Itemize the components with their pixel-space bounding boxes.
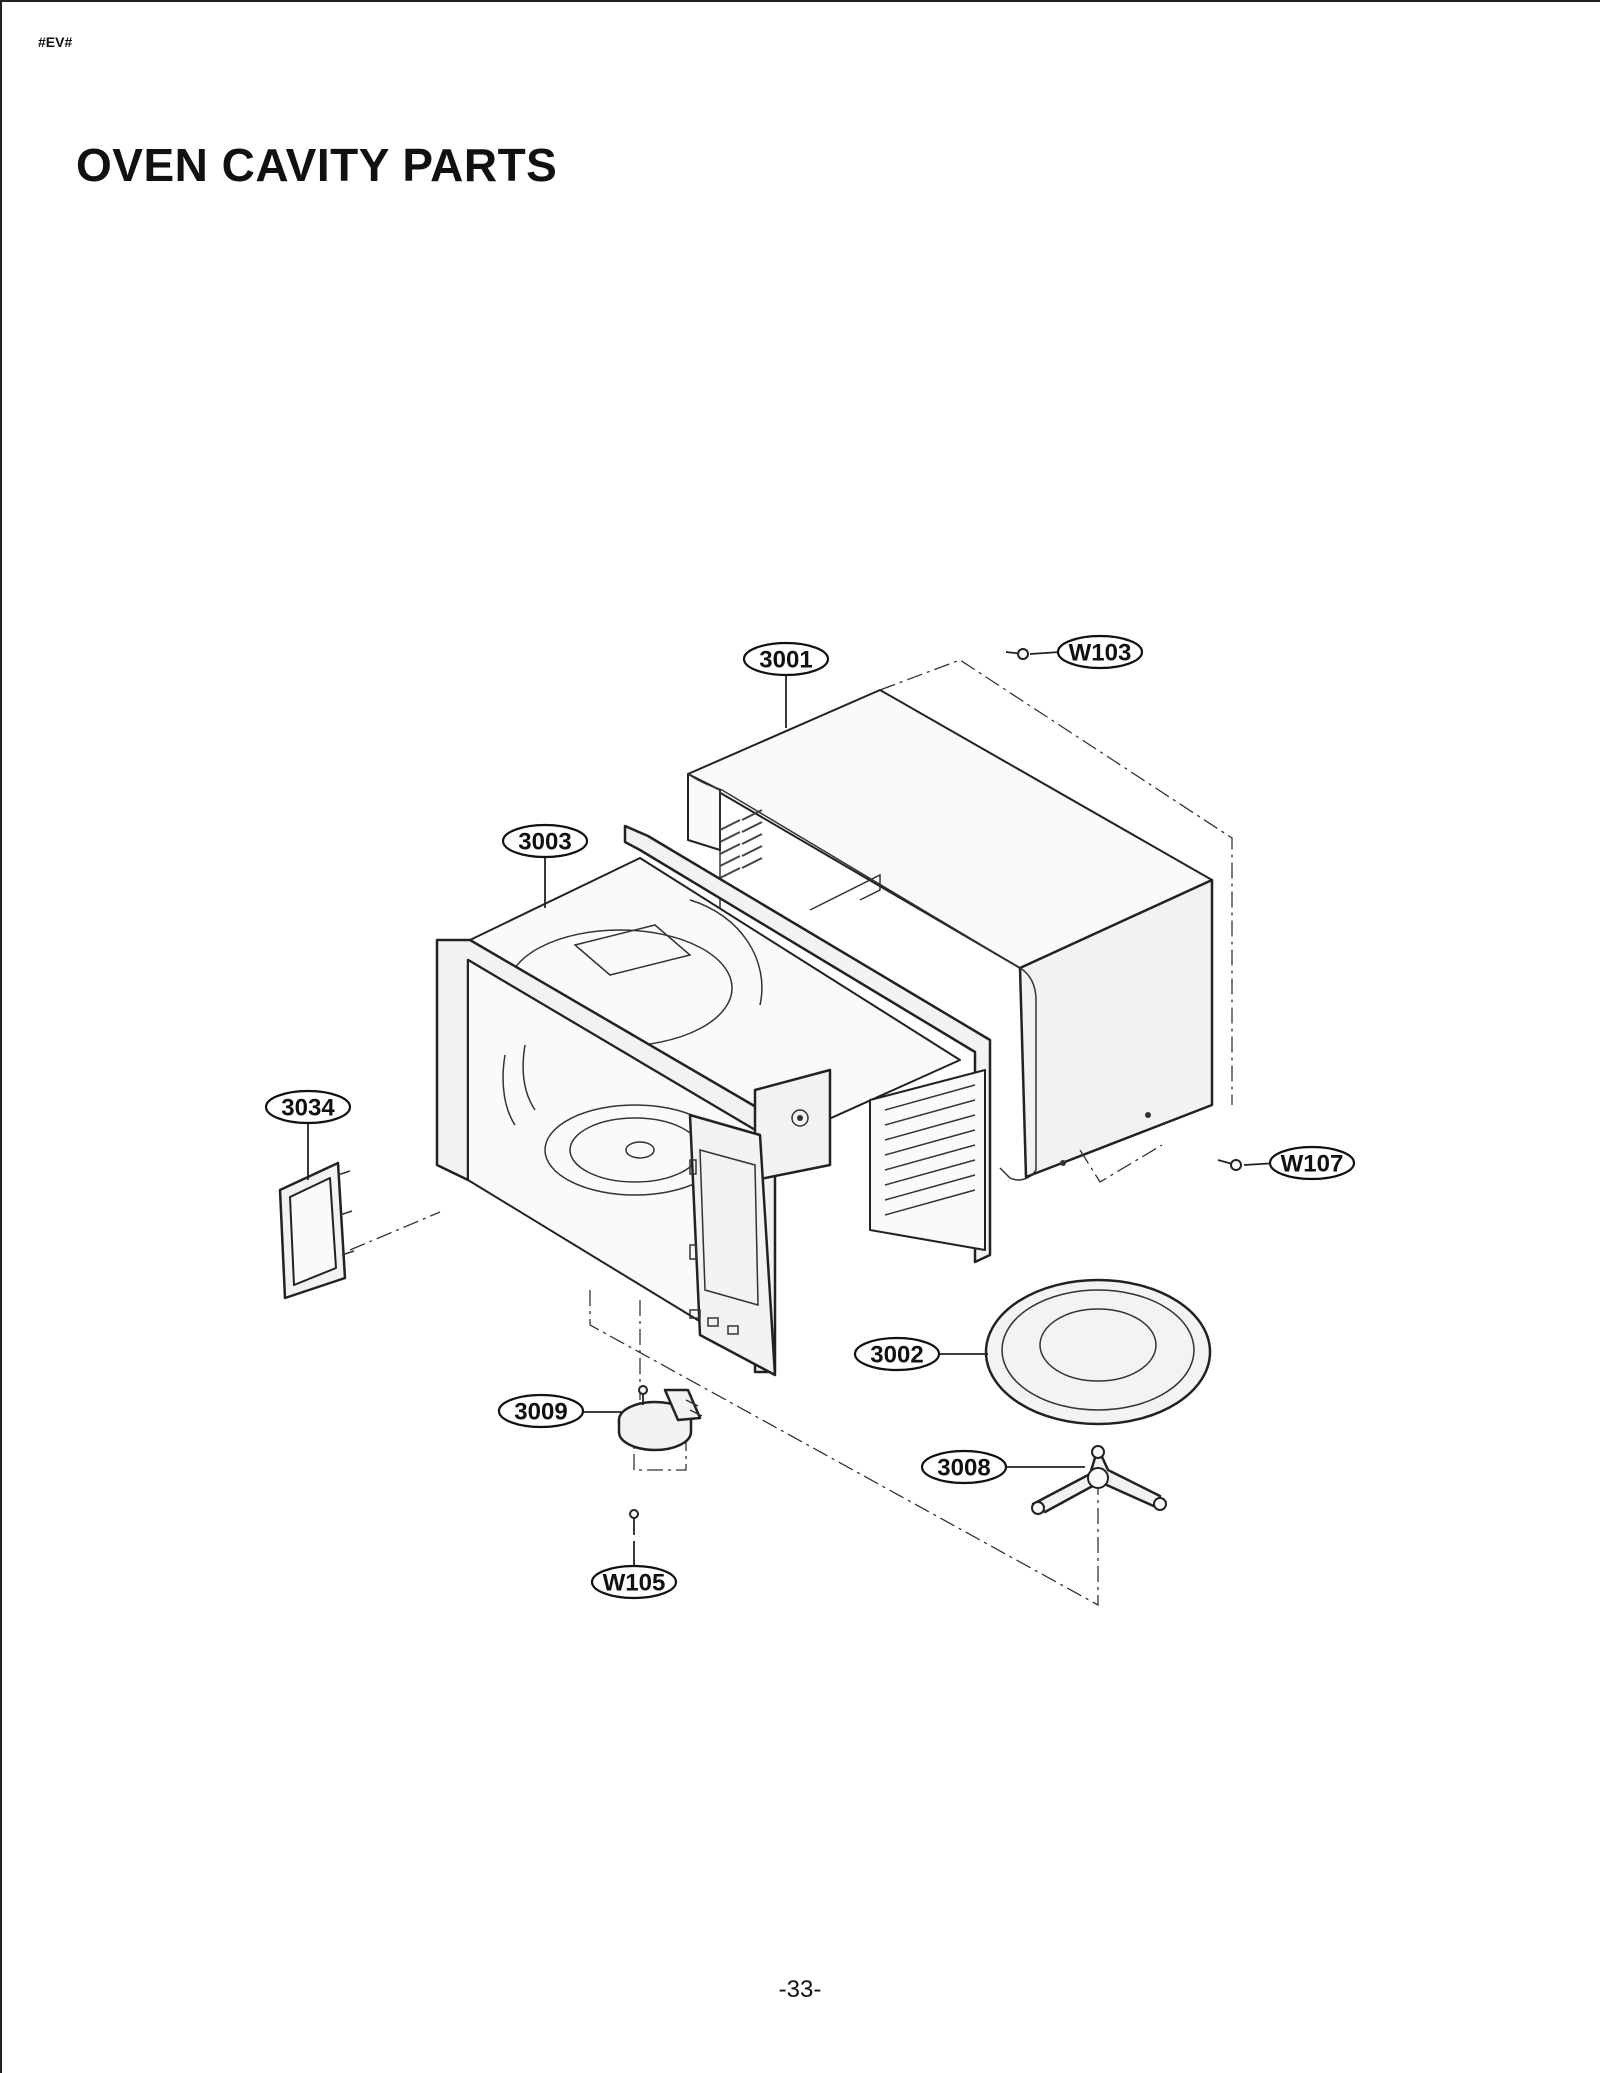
callout-3003: 3003 (501, 823, 589, 859)
roller-guide-part (1031, 1445, 1167, 1515)
cabinet-vent-slots (719, 809, 763, 879)
svg-text:3001: 3001 (759, 647, 812, 674)
waveguide-cover-part (278, 1161, 441, 1300)
screw-w103 (1005, 648, 1029, 660)
oven-cavity-part (435, 824, 1099, 1607)
callout-3009: 3009 (497, 1393, 585, 1429)
header-code: #EV# (38, 34, 73, 50)
page-number: -33- (778, 1976, 822, 2003)
screw-hole (1060, 1160, 1066, 1166)
callout-3002: 3002 (853, 1336, 941, 1372)
svg-text:3009: 3009 (514, 1399, 567, 1426)
glass-tray-part (984, 1278, 1212, 1426)
svg-text:3003: 3003 (518, 829, 571, 856)
callout-3034: 3034 (264, 1089, 352, 1125)
outer-cabinet-part (687, 659, 1233, 1183)
svg-text:W103: W103 (1069, 640, 1132, 667)
screw-hole (1145, 1112, 1151, 1118)
cavity-vent-grid (884, 1084, 976, 1216)
screw-w107 (1217, 1159, 1242, 1171)
callout-3001: 3001 (742, 641, 830, 677)
callout-w107: W107 (1268, 1145, 1356, 1181)
svg-text:W105: W105 (603, 1570, 666, 1597)
callout-w103: W103 (1056, 634, 1144, 670)
page-title: OVEN CAVITY PARTS (76, 139, 558, 191)
turntable-motor-part (617, 1385, 703, 1471)
callout-w105: W105 (590, 1564, 678, 1600)
svg-text:W107: W107 (1281, 1151, 1344, 1178)
svg-text:3002: 3002 (870, 1342, 923, 1369)
screw-w105 (629, 1509, 639, 1535)
svg-text:3034: 3034 (281, 1095, 335, 1122)
svg-text:3008: 3008 (937, 1455, 990, 1482)
callout-3008: 3008 (920, 1449, 1008, 1485)
